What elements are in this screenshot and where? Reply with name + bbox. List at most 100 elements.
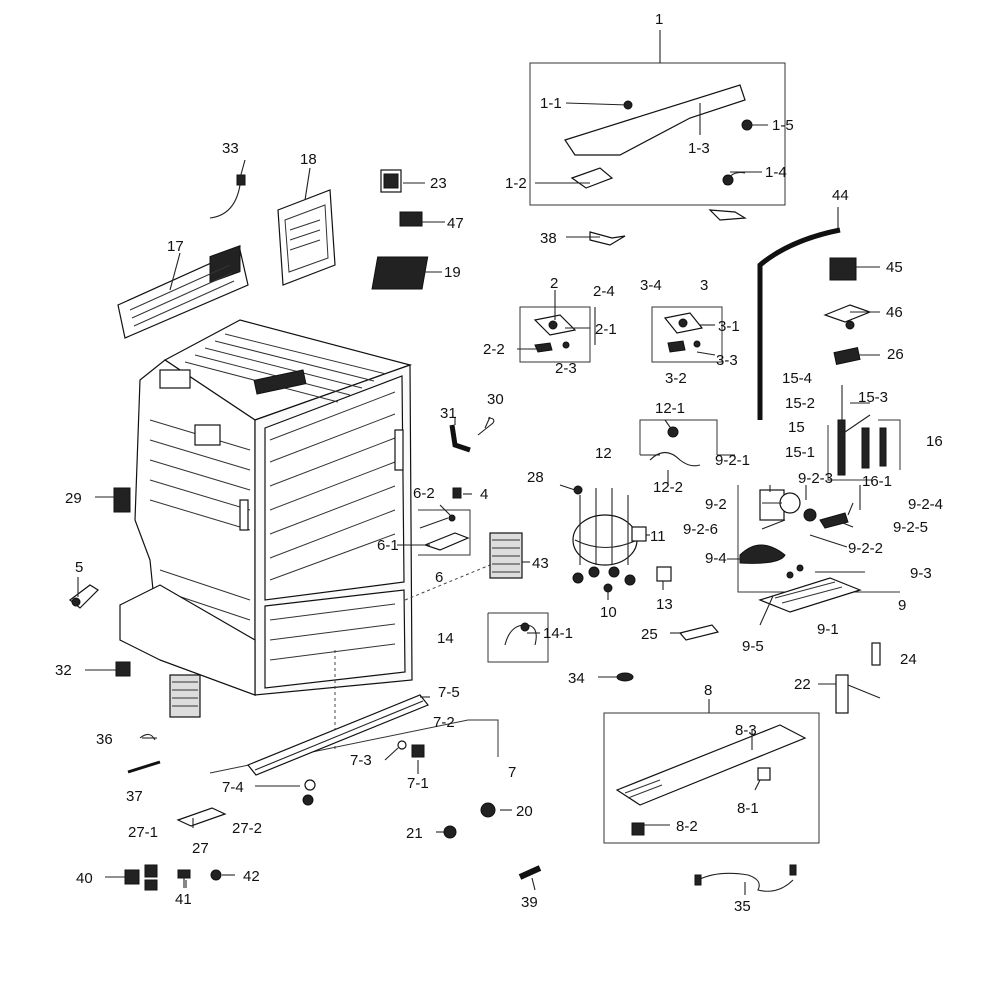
label-45: 45	[886, 259, 903, 276]
label-40: 40	[76, 870, 93, 887]
part-32-switch	[115, 661, 131, 677]
part-9-evaporator-assembly	[739, 489, 862, 613]
label-12-1: 12-1	[655, 400, 685, 417]
label-6-2: 6-2	[413, 485, 435, 502]
label-42: 42	[243, 868, 260, 885]
label-2-4: 2-4	[593, 283, 615, 300]
label-12: 12	[595, 445, 612, 462]
part-19-filter-panel	[371, 256, 429, 290]
label-28: 28	[527, 469, 544, 486]
part-26-sensor	[833, 347, 861, 365]
label-6: 6	[435, 569, 443, 586]
part-44-water-tube	[757, 227, 841, 420]
label-15-3: 15-3	[858, 389, 888, 406]
label-12-2: 12-2	[653, 479, 683, 496]
label-15-1: 15-1	[785, 444, 815, 461]
label-9-2-3: 9-2-3	[798, 470, 833, 487]
label-9-2-1: 9-2-1	[715, 452, 750, 469]
label-1-3: 1-3	[688, 140, 710, 157]
part-46-bracket	[823, 304, 872, 323]
label-43: 43	[532, 555, 549, 572]
label-16-1: 16-1	[862, 473, 892, 490]
label-2: 2	[550, 275, 558, 292]
label-39: 39	[521, 894, 538, 911]
part-27-plate	[176, 807, 227, 827]
label-15-2: 15-2	[785, 395, 815, 412]
part-39-spacer	[518, 865, 542, 880]
part-25-heater	[678, 624, 720, 641]
label-16: 16	[926, 433, 943, 450]
label-46: 46	[886, 304, 903, 321]
part-37-pin	[127, 760, 161, 774]
part-38-hinge	[589, 231, 626, 246]
label-9-2-4: 9-2-4	[908, 496, 943, 513]
part-3-hinge-assembly	[663, 312, 704, 353]
label-9-2: 9-2	[705, 496, 727, 513]
label-27-2: 27-2	[232, 820, 262, 837]
part-20-foot	[480, 802, 496, 818]
label-13: 13	[656, 596, 673, 613]
label-35: 35	[734, 898, 751, 915]
part-24-filter	[871, 642, 881, 666]
part-30-wire	[477, 417, 495, 436]
label-9-4: 9-4	[705, 550, 727, 567]
label-23: 23	[430, 175, 447, 192]
label-18: 18	[300, 151, 317, 168]
label-9: 9	[898, 597, 906, 614]
label-7: 7	[508, 764, 516, 781]
label-7-5: 7-5	[438, 684, 460, 701]
part-35-wire-harness	[697, 872, 794, 892]
label-8-1: 8-1	[737, 800, 759, 817]
label-26: 26	[887, 346, 904, 363]
label-2-3: 2-3	[555, 360, 577, 377]
label-38: 38	[540, 230, 557, 247]
label-15: 15	[788, 419, 805, 436]
label-6-1: 6-1	[377, 537, 399, 554]
leader-lines	[77, 102, 881, 895]
part-8-base-plate	[615, 724, 807, 836]
part-6-bracket	[423, 532, 470, 551]
label-2-1: 2-1	[595, 321, 617, 338]
part-29-sensor	[113, 487, 131, 513]
label-44: 44	[832, 187, 849, 204]
part-45-valve	[829, 257, 857, 281]
label-21: 21	[406, 825, 423, 842]
part-36-clip	[139, 733, 156, 741]
label-3: 3	[700, 277, 708, 294]
label-3-2: 3-2	[665, 370, 687, 387]
part-15-16-defrost-parts	[827, 419, 901, 481]
label-5: 5	[75, 559, 83, 576]
label-34: 34	[568, 670, 585, 687]
label-1-4: 1-4	[765, 164, 787, 181]
label-41: 41	[175, 891, 192, 908]
part-7-bottom-rail	[247, 694, 429, 806]
label-9-2-5: 9-2-5	[893, 519, 928, 536]
label-7-3: 7-3	[350, 752, 372, 769]
label-7-4: 7-4	[222, 779, 244, 796]
label-17: 17	[167, 238, 184, 255]
label-37: 37	[126, 788, 143, 805]
label-1-5: 1-5	[772, 117, 794, 134]
label-27: 27	[192, 840, 209, 857]
group-boxes	[209, 30, 900, 844]
label-1: 1	[655, 11, 663, 28]
label-25: 25	[641, 626, 658, 643]
label-22: 22	[794, 676, 811, 693]
label-4: 4	[480, 486, 488, 503]
label-14: 14	[437, 630, 454, 647]
part-21-cap	[443, 825, 457, 839]
refrigerator-cabinet	[119, 319, 491, 750]
part-11-compressor	[572, 485, 647, 593]
part-4-clip	[452, 487, 462, 499]
label-9-3: 9-3	[910, 565, 932, 582]
label-8-2: 8-2	[676, 818, 698, 835]
label-3-4: 3-4	[640, 277, 662, 294]
part-18-cover-panel	[277, 189, 336, 286]
label-15-4: 15-4	[782, 370, 812, 387]
label-32: 32	[55, 662, 72, 679]
label-3-1: 3-1	[718, 318, 740, 335]
part-22-drier	[835, 674, 881, 714]
label-10: 10	[600, 604, 617, 621]
label-14-1: 14-1	[543, 625, 573, 642]
